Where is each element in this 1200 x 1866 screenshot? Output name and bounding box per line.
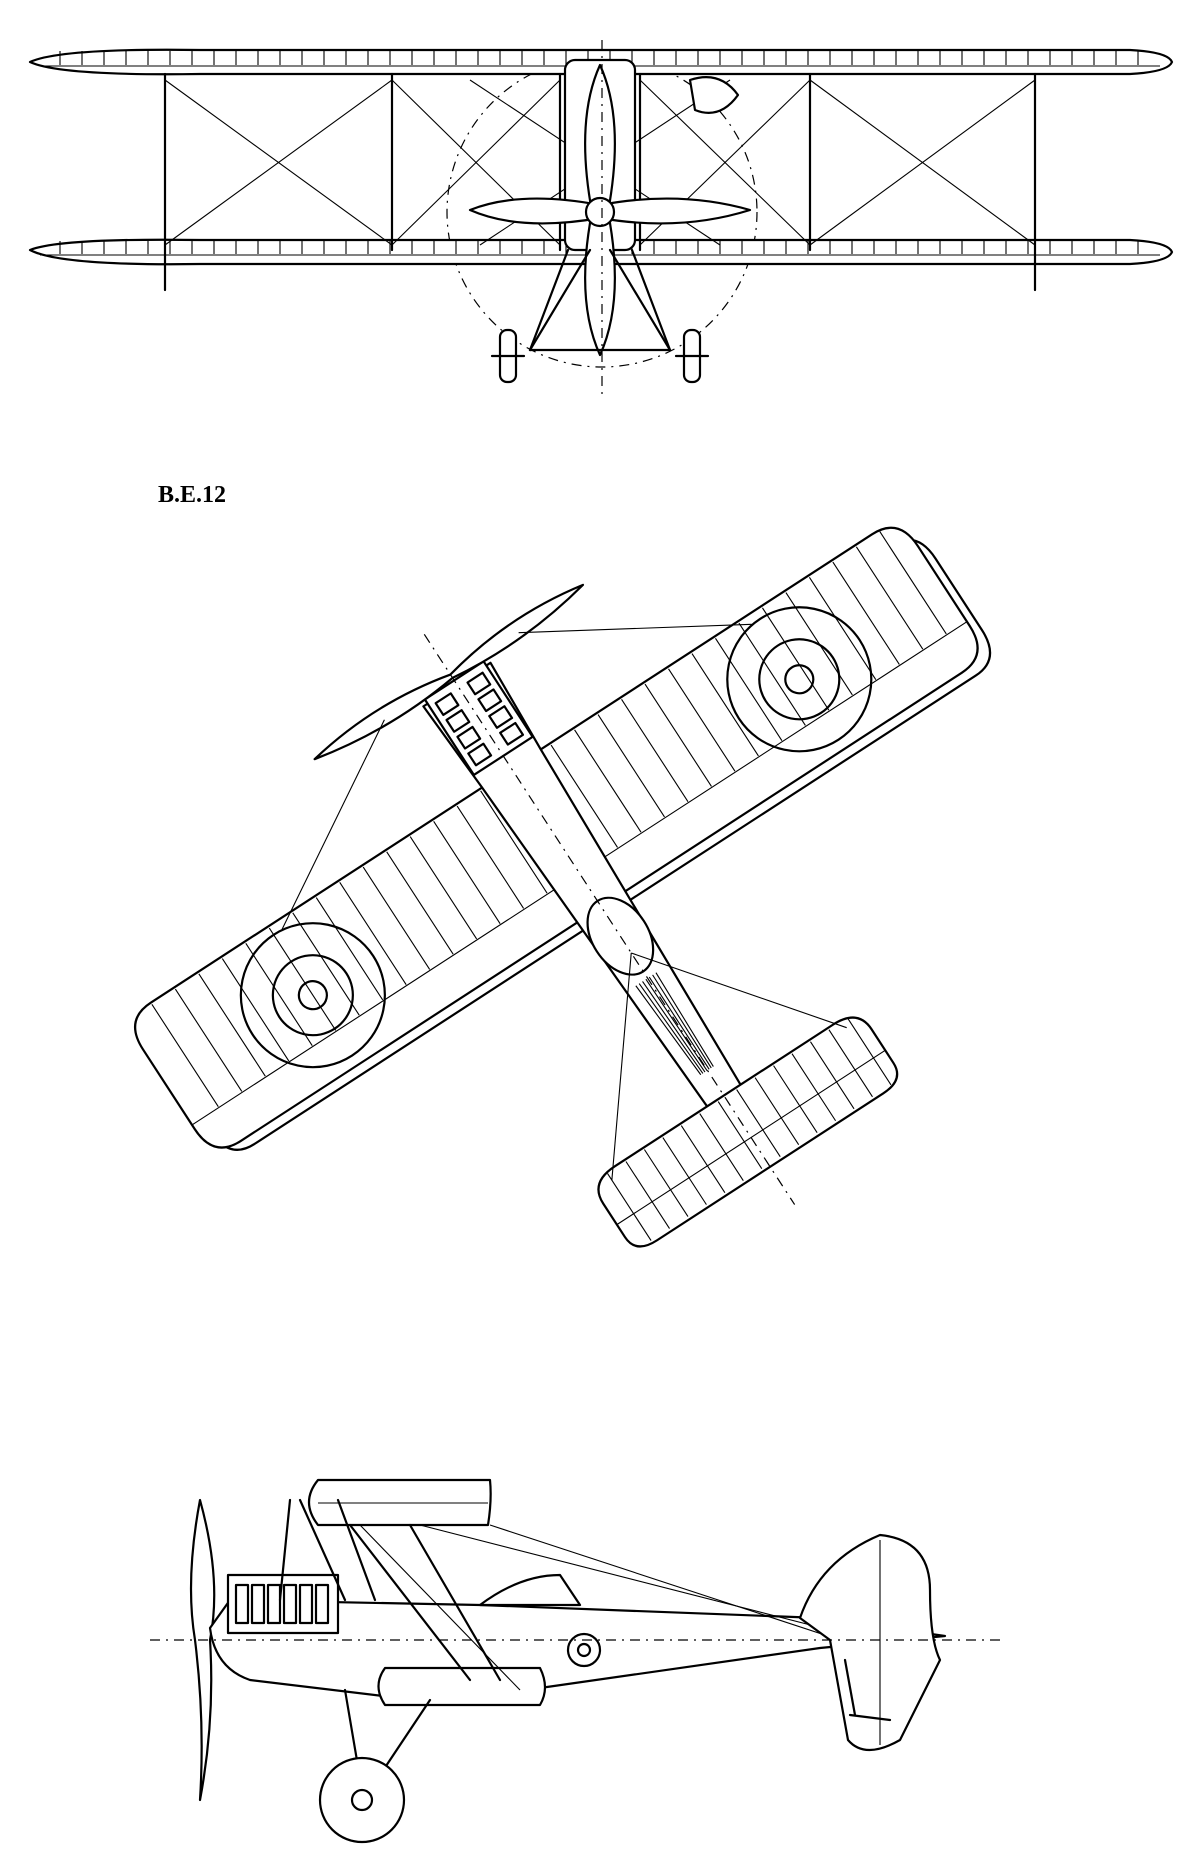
rib-line [736, 1089, 781, 1157]
side-wheel [318, 1756, 406, 1844]
side-fin-rudder [798, 1533, 942, 1752]
rib-line [409, 836, 478, 940]
side-landing-gear [318, 1688, 432, 1844]
rib-line [828, 1029, 873, 1098]
plan-engine-cylinders [434, 671, 525, 767]
rib-line [621, 699, 689, 802]
rib-line [662, 1137, 707, 1205]
rib-line [879, 531, 947, 635]
rib-line [655, 972, 714, 1067]
plan-roundel-right [726, 606, 873, 753]
rib-line [480, 790, 548, 894]
cylinder [467, 742, 493, 767]
rib-line [791, 1053, 837, 1122]
front-air-scoop [688, 76, 740, 114]
rib-line [268, 927, 337, 1031]
rib-line [644, 683, 712, 787]
rib-line [362, 866, 431, 970]
cylinder [488, 705, 514, 729]
rib-line [174, 988, 243, 1092]
rib-line [433, 821, 501, 924]
rib-line [456, 805, 525, 909]
front-view [28, 40, 1174, 395]
cylinder [434, 692, 460, 717]
side-propeller [189, 1498, 216, 1802]
cylinder [456, 725, 482, 750]
cylinder [234, 1583, 250, 1625]
plan-propeller [313, 583, 585, 761]
rib-line [652, 974, 712, 1069]
drawing-title: B.E.12 [158, 482, 227, 508]
rib-line [648, 976, 710, 1070]
side-lower-wing [377, 1666, 547, 1707]
rib-line [151, 1004, 219, 1107]
side-roundel [566, 1632, 602, 1668]
rib-line [680, 1125, 726, 1193]
rib-line [809, 1041, 855, 1110]
rib-line [550, 744, 618, 848]
rib-line [198, 973, 266, 1077]
side-struts [278, 1498, 502, 1682]
cylinder [266, 1583, 282, 1625]
cylinder [466, 671, 492, 696]
cylinder [499, 721, 525, 746]
rib-line [754, 1077, 800, 1146]
side-engine-cylinders [234, 1583, 330, 1625]
rib-line [846, 1017, 892, 1086]
side-cockpit-fairing [478, 1573, 582, 1607]
rib-line [832, 561, 900, 665]
cylinder [445, 709, 471, 733]
rib-line [597, 714, 665, 818]
rib-line [315, 897, 384, 1001]
front-spinner [584, 196, 616, 228]
side-view [150, 1478, 1000, 1844]
rib-line [339, 882, 407, 985]
rib-line [645, 978, 708, 1071]
cylinder [250, 1583, 266, 1625]
rib-line [715, 638, 783, 741]
rib-line [717, 1101, 763, 1169]
plan-fuselage-stringers [635, 972, 714, 1076]
rib-line [245, 943, 313, 1046]
cylinder [314, 1583, 330, 1625]
rib-line [668, 668, 736, 772]
rib-line [574, 729, 642, 833]
plan-roundel-left [239, 922, 386, 1069]
rib-line [642, 981, 706, 1073]
rib-line [738, 622, 806, 726]
plan-view [134, 526, 992, 1248]
rib-line [855, 546, 924, 650]
plan-tail-ribs [607, 1017, 892, 1241]
rib-line [699, 1113, 744, 1181]
rib-line [292, 912, 360, 1016]
rib-line [643, 1149, 689, 1217]
rib-line [761, 607, 830, 711]
rib-line [773, 1065, 818, 1134]
propeller-disc [446, 56, 758, 368]
rib-line [638, 983, 704, 1074]
rib-line [607, 1173, 652, 1241]
cylinder [282, 1583, 298, 1625]
rib-line [635, 985, 702, 1076]
cylinder [298, 1583, 314, 1625]
rib-line [386, 851, 454, 955]
rib-line [691, 653, 759, 757]
front-landing-gear [490, 248, 710, 384]
rib-line [808, 577, 877, 680]
rib-line [221, 958, 290, 1062]
rib-line [625, 1161, 670, 1229]
cylinder [477, 688, 503, 713]
